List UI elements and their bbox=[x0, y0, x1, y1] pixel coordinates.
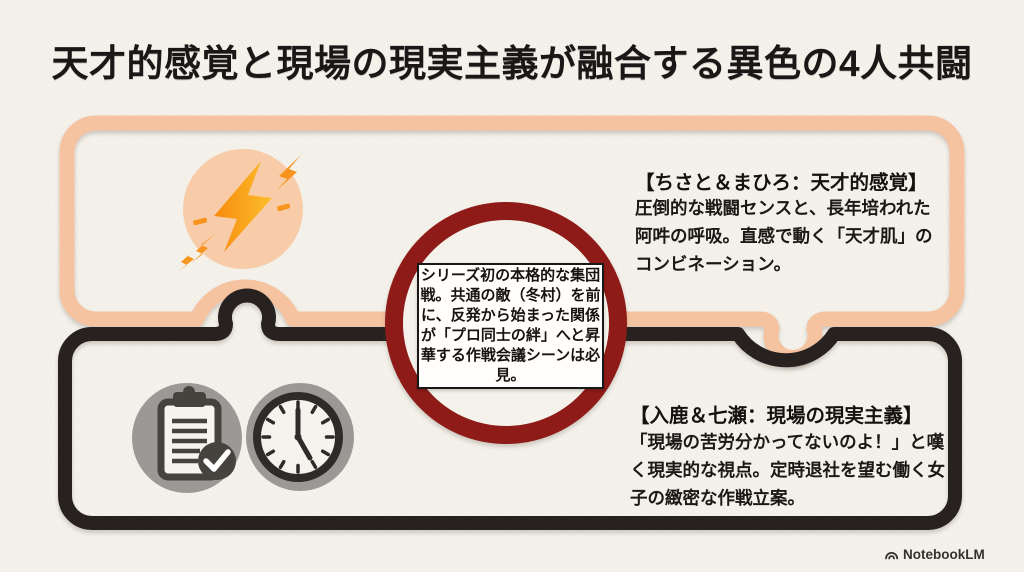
clipboard-check-icon bbox=[132, 383, 242, 493]
realist-pair-heading: 【入鹿＆七瀬：現場の現実主義】 bbox=[630, 405, 923, 427]
watermark-label: NotebookLM bbox=[903, 547, 985, 562]
genius-pair-heading: 【ちさと＆まひろ：天才的感覚】 bbox=[635, 172, 928, 194]
watermark: NotebookLM bbox=[884, 547, 985, 562]
realist-pair-description: 「現場の苦労分かってないのよ！」と嘆く現実的な視点。定時退社を望む働く女子の緻密… bbox=[630, 432, 945, 508]
center-note: シリーズ初の本格的な集団戦。共通の敵（冬村）を前に、反発から始まった関係が「プロ… bbox=[417, 263, 604, 389]
lightning-icon bbox=[177, 149, 303, 272]
puzzle-top-piece bbox=[59, 115, 965, 366]
notebooklm-logo-icon bbox=[885, 552, 899, 560]
clock-icon bbox=[246, 383, 354, 491]
puzzle-bottom-piece bbox=[58, 288, 962, 530]
genius-pair-description: 圧倒的な戦闘センスと、長年培われた阿吽の呼吸。直感で動く「天才肌」のコンビネーシ… bbox=[635, 198, 933, 274]
page-title: 天才的感覚と現場の現実主義が融合する異色の4人共闘 bbox=[51, 43, 973, 84]
